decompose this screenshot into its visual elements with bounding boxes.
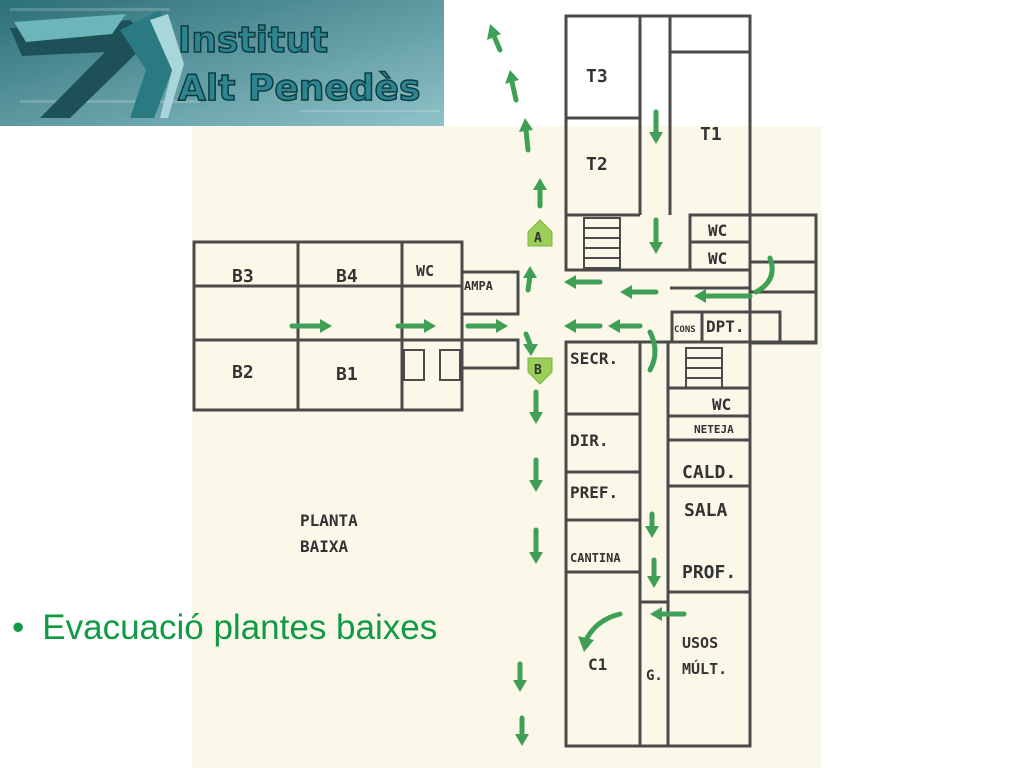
arrow-down-icon bbox=[645, 511, 659, 538]
arrow-up-icon bbox=[533, 178, 547, 209]
arrow-down-icon bbox=[529, 527, 543, 564]
room-label: WC bbox=[416, 262, 434, 280]
arrow-up-icon bbox=[505, 70, 519, 103]
plan-title-line2: BAIXA bbox=[300, 537, 349, 556]
institut-logo: Institut Alt Penedès bbox=[0, 0, 444, 126]
caption-text: Evacuació plantes baixes bbox=[42, 608, 438, 647]
room-label: SECR. bbox=[570, 349, 618, 368]
room-label: AMPA bbox=[464, 279, 494, 293]
slide-caption: • Evacuació plantes baixes bbox=[12, 608, 437, 648]
arrow-down-icon bbox=[649, 217, 663, 254]
stairs bbox=[403, 217, 723, 389]
room-label: B3 bbox=[232, 266, 254, 287]
exit-b-label: B bbox=[534, 363, 542, 378]
room-label: USOS bbox=[682, 634, 718, 652]
room-label: DPT. bbox=[706, 317, 745, 336]
logo-line2: Alt Penedès bbox=[178, 68, 420, 109]
plan-background bbox=[192, 126, 822, 768]
arrow-right-icon bbox=[465, 319, 508, 333]
room-label: CALD. bbox=[682, 462, 736, 483]
caption-bullet: • bbox=[12, 608, 25, 647]
walls bbox=[192, 14, 818, 748]
arrow-down-icon bbox=[523, 331, 538, 356]
room-labels: T3 T2 T1 WC WC B3 B4 B2 B1 WC AMPA CONS … bbox=[232, 66, 745, 684]
room-label: MÚLT. bbox=[682, 659, 727, 678]
exit-a-label: A bbox=[534, 231, 542, 246]
room-label: C1 bbox=[588, 655, 607, 674]
arrow-down-icon bbox=[515, 715, 529, 746]
room-label: PROF. bbox=[682, 562, 736, 583]
arrow-left-icon bbox=[694, 289, 753, 303]
room-label: SALA bbox=[684, 500, 728, 521]
room-label: T1 bbox=[700, 124, 722, 145]
arrow-right-icon bbox=[289, 319, 332, 333]
evacuation-arrows bbox=[289, 24, 775, 746]
arrow-up-icon bbox=[519, 118, 533, 153]
room-label: WC bbox=[712, 395, 731, 414]
arrow-left-icon bbox=[650, 607, 687, 621]
curved-arrow bbox=[583, 611, 623, 643]
room-label: WC bbox=[708, 221, 727, 240]
arrow-down-icon bbox=[649, 109, 663, 144]
arrow-down-icon bbox=[529, 457, 543, 492]
plan-title-line1: PLANTA bbox=[300, 511, 358, 530]
room-label: PREF. bbox=[570, 483, 618, 502]
room-label: B4 bbox=[336, 266, 358, 287]
room-label: T2 bbox=[586, 154, 608, 175]
room-label: WC bbox=[708, 249, 727, 268]
arrow-down-icon bbox=[647, 557, 661, 588]
room-label: G. bbox=[646, 668, 663, 684]
logo-mark-icon bbox=[10, 10, 184, 118]
arrow-left-icon bbox=[608, 319, 643, 333]
exit-b: B bbox=[527, 357, 553, 385]
arrow-up-icon bbox=[487, 24, 503, 53]
room-label: B1 bbox=[336, 364, 358, 385]
room-label: CONS bbox=[674, 325, 696, 335]
arrow-left-icon bbox=[564, 275, 603, 289]
exit-a: A bbox=[527, 219, 553, 247]
room-label: DIR. bbox=[570, 431, 609, 450]
room-label: T3 bbox=[586, 66, 608, 87]
arrow-up-icon bbox=[523, 266, 537, 293]
curved-arrow bbox=[753, 255, 775, 295]
room-label: CANTINA bbox=[570, 551, 621, 565]
room-label: NETEJA bbox=[694, 423, 734, 436]
arrow-left-icon bbox=[564, 319, 603, 333]
arrow-down-icon bbox=[513, 661, 527, 692]
arrow-down-left-icon bbox=[578, 636, 594, 652]
arrow-down-icon bbox=[529, 389, 543, 424]
room-label: B2 bbox=[232, 362, 254, 383]
logo-line1: Institut bbox=[178, 20, 328, 61]
arrow-right-icon bbox=[395, 319, 436, 333]
curved-arrow bbox=[647, 329, 658, 373]
arrow-left-icon bbox=[620, 285, 659, 299]
